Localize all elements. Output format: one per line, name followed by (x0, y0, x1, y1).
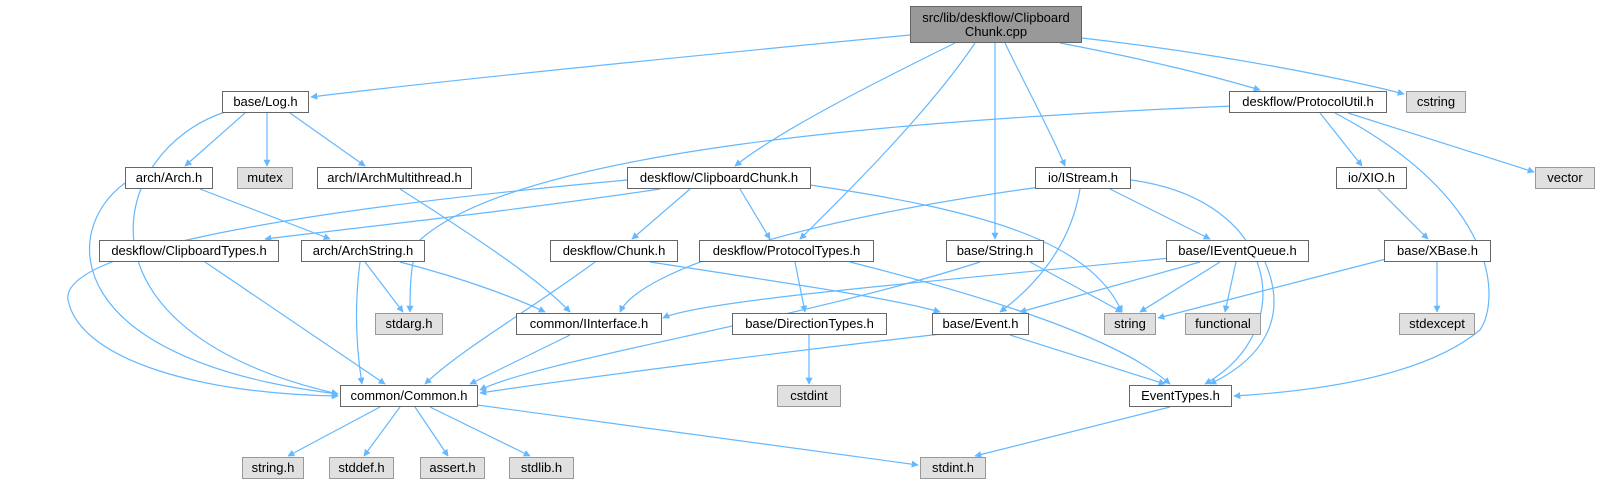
edge-common-to-stddef (363, 406, 401, 457)
edge-istream-to-ieventqueue (1109, 188, 1211, 240)
edge-protocoltypes-to-eventtypes (849, 261, 1171, 385)
node-stdexcept[interactable]: stdexcept (1399, 313, 1475, 335)
edge-common-to-assert (414, 406, 449, 457)
node-io-istream-h[interactable]: io/IStream.h (1035, 167, 1131, 189)
edge-arch-to-common (89, 182, 339, 397)
node-arch-arch-h[interactable]: arch/Arch.h (125, 167, 213, 189)
node-deskflow-protocoltypes-h[interactable]: deskflow/ProtocolTypes.h (699, 240, 874, 262)
edge-protocolutil-to-stdarg (406, 105, 1233, 313)
node-label-line1: src/lib/deskflow/Clipboard (922, 9, 1070, 25)
edge-clipboardchunk-to-clipboardtypes (264, 188, 661, 242)
node-deskflow-clipboardchunk-h[interactable]: deskflow/ClipboardChunk.h (627, 167, 811, 189)
edge-archstring-to-iinterface (399, 261, 546, 313)
edge-clipboardchunk-to-protocoltypes (739, 188, 771, 240)
edge-root-to-clipboardchunk (734, 42, 956, 167)
edge-ieventqueue-to-eventtypes (1209, 261, 1275, 385)
node-base-xbase-h[interactable]: base/XBase.h (1384, 240, 1491, 262)
node-eventtypes-h[interactable]: EventTypes.h (1129, 385, 1232, 407)
node-cstring[interactable]: cstring (1406, 91, 1466, 113)
edge-protocolutil-to-vector (1347, 112, 1535, 174)
edge-ieventqueue-to-event (1019, 261, 1201, 314)
node-common-iinterface-h[interactable]: common/IInterface.h (516, 313, 662, 335)
node-base-directiontypes-h[interactable]: base/DirectionTypes.h (732, 313, 887, 335)
edge-eventtypes-to-stdint (974, 406, 1171, 458)
edge-root-to-protocolutil (1059, 42, 1261, 92)
edge-arch-to-archstring (199, 188, 331, 241)
node-arch-iarchmultithread-h[interactable]: arch/IArchMultithread.h (317, 167, 472, 189)
edge-event-to-common (479, 332, 951, 396)
node-stdint-h[interactable]: stdint.h (920, 457, 986, 479)
edge-iinterface-to-common (469, 334, 571, 385)
edge-base-string-to-common (479, 261, 981, 391)
edge-istream-to-eventtypes (1130, 179, 1264, 385)
node-deskflow-protocolutil-h[interactable]: deskflow/ProtocolUtil.h (1229, 91, 1387, 113)
edge-common-to-stdlib (429, 406, 531, 457)
node-deskflow-chunk-h[interactable]: deskflow/Chunk.h (550, 240, 678, 262)
node-base-ieventqueue-h[interactable]: base/IEventQueue.h (1166, 240, 1309, 262)
edge-common-to-string-h (287, 406, 381, 457)
node-stdlib-h[interactable]: stdlib.h (509, 457, 574, 479)
edge-protocoltypes-to-directiontypes (794, 261, 808, 313)
edge-protocolutil-to-eventtypes (1233, 112, 1490, 400)
node-arch-archstring-h[interactable]: arch/ArchString.h (301, 240, 425, 262)
node-string-h[interactable]: string.h (242, 457, 304, 479)
edge-root-to-istream (1004, 42, 1066, 167)
edge-archstring-to-common (355, 261, 365, 385)
node-assert-h[interactable]: assert.h (420, 457, 485, 479)
edge-clipboardtypes-to-common (204, 261, 386, 385)
edge-root-to-cstring (1081, 37, 1405, 96)
edge-protocolutil-to-xio (1319, 112, 1363, 167)
edge-clipboardchunk-to-chunk (631, 188, 691, 240)
edge-event-to-eventtypes (1009, 334, 1166, 386)
node-io-xio-h[interactable]: io/XIO.h (1336, 167, 1407, 189)
edge-log-to-iarchmultithread (289, 112, 366, 167)
node-functional[interactable]: functional (1185, 313, 1261, 335)
edge-root-to-protocoltypes (799, 42, 976, 240)
edge-archstring-to-stdarg (364, 261, 404, 313)
node-stddef-h[interactable]: stddef.h (329, 457, 394, 479)
node-common-common-h[interactable]: common/Common.h (340, 385, 478, 407)
node-base-event-h[interactable]: base/Event.h (932, 313, 1029, 335)
edge-ieventqueue-to-functional (1222, 261, 1237, 313)
node-vector[interactable]: vector (1535, 167, 1595, 189)
node-mutex[interactable]: mutex (237, 167, 293, 189)
edge-istream-to-event (999, 188, 1081, 313)
edge-xbase-to-string (1157, 257, 1391, 320)
node-deskflow-clipboardtypes-h[interactable]: deskflow/ClipboardTypes.h (99, 240, 279, 262)
edge-log-to-arch (184, 112, 246, 167)
node-label-line2: Chunk.cpp (964, 23, 1028, 39)
node-base-log-h[interactable]: base/Log.h (222, 91, 309, 113)
edge-root-to-base-log (310, 34, 911, 100)
edge-common-to-stdint (469, 403, 919, 468)
edge-chunk-to-event (649, 261, 941, 314)
edge-clipboardchunk-to-common (67, 179, 628, 400)
node-clipboardchunk-cpp[interactable]: src/lib/deskflow/Clipboard Chunk.cpp (910, 6, 1082, 43)
edge-clipboardchunk-to-string (809, 184, 1123, 313)
node-string[interactable]: string (1104, 313, 1156, 335)
node-cstdint[interactable]: cstdint (777, 385, 841, 407)
edge-ieventqueue-to-string (1139, 261, 1221, 313)
edge-iarchmultithread-to-iinterface (399, 188, 571, 313)
edge-chunk-to-common (424, 261, 596, 385)
node-stdarg-h[interactable]: stdarg.h (375, 313, 443, 335)
node-base-string-h[interactable]: base/String.h (946, 240, 1044, 262)
edge-xio-to-xbase (1377, 188, 1429, 240)
edge-ieventqueue-to-iinterface (662, 257, 1171, 319)
